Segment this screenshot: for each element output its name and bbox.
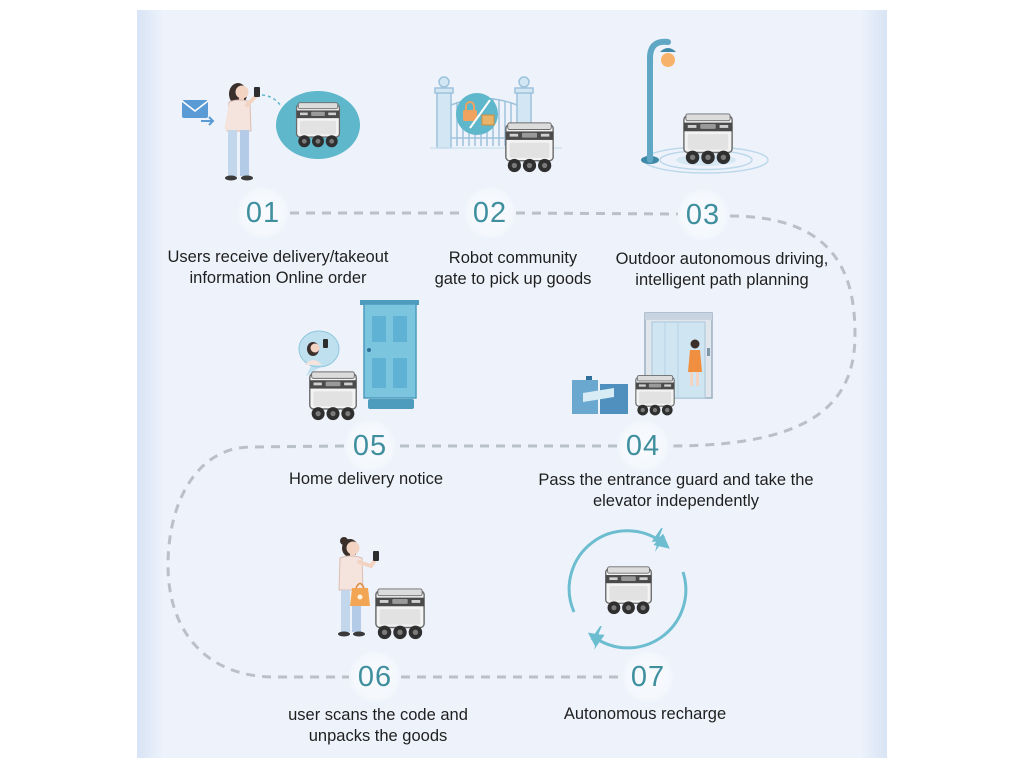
step-label-line: Home delivery notice	[288, 470, 444, 488]
route-02-03	[515, 211, 679, 216]
step-06-illustration	[338, 537, 425, 640]
lightning-bolt-icon	[651, 528, 666, 552]
step-label-line: Users receive delivery/takeout	[167, 248, 389, 266]
delivery-robot-icon	[309, 371, 357, 421]
step-label-line: Robot community	[448, 249, 578, 267]
step-03-illustration	[641, 38, 769, 174]
step-label-line: gate to pick up goods	[434, 270, 592, 288]
step-number-07: 07	[622, 651, 674, 703]
step-label-04: Pass the entrance guard and take the ele…	[516, 470, 836, 512]
step-label-06: user scans the code and unpacks the good…	[218, 705, 538, 747]
step-label-07: Autonomous recharge	[485, 704, 805, 725]
step-number-01: 01	[237, 187, 289, 239]
delivery-robot-icon	[635, 374, 675, 417]
person-with-phone-icon	[224, 83, 260, 181]
envelope-icon	[181, 100, 215, 126]
step-label-line: Pass the entrance guard and take the	[538, 471, 814, 489]
step-label-line: elevator independently	[592, 492, 760, 510]
delivery-robot-icon	[505, 122, 554, 173]
step-01-illustration	[181, 83, 360, 181]
step-label-02: Robot community gate to pick up goods	[353, 248, 673, 290]
step-label-03: Outdoor autonomous driving, intelligent …	[562, 249, 882, 291]
step-number-02: 02	[464, 187, 516, 239]
slash-mark	[469, 99, 491, 129]
parcel-box-icon	[481, 114, 495, 126]
street-lamp-icon	[641, 38, 676, 164]
lock-icon	[463, 101, 477, 121]
signal-connector	[261, 94, 282, 107]
dashed-route	[166, 211, 857, 679]
step-label-line: unpacks the goods	[308, 727, 448, 745]
shopping-bag-icon	[350, 582, 370, 606]
step-number-03: 03	[677, 189, 729, 241]
step-02-illustration	[430, 76, 562, 173]
step-07-illustration	[567, 528, 688, 650]
step-04-illustration	[572, 312, 713, 417]
delivery-robot-icon	[683, 113, 733, 165]
community-gate-icon	[430, 76, 562, 149]
step-label-01: Users receive delivery/takeout informati…	[118, 247, 438, 289]
step-label-line: Outdoor autonomous driving,	[615, 250, 829, 268]
step-number-06: 06	[349, 651, 401, 703]
delivery-robot-icon	[605, 566, 652, 615]
recharge-arrows-icon	[567, 529, 688, 650]
step-label-line: information Online order	[189, 269, 367, 287]
route-03-04	[669, 214, 857, 448]
route-05-06	[166, 444, 349, 679]
person-with-phone-icon	[338, 537, 379, 637]
chat-bubble-icon	[298, 330, 340, 376]
delivery-robot-icon	[375, 588, 425, 640]
door-icon	[360, 300, 419, 409]
step-05-illustration	[298, 300, 419, 421]
lightning-bolt-icon	[590, 626, 605, 650]
step-label-line: user scans the code and	[288, 706, 468, 724]
step-label-line: Autonomous recharge	[563, 705, 727, 723]
step-label-line: intelligent path planning	[635, 271, 809, 289]
access-gate-icon	[572, 376, 628, 414]
step-number-05: 05	[344, 420, 396, 472]
delivery-robot-icon	[295, 102, 341, 148]
step-label-05: Home delivery notice	[206, 469, 526, 490]
step-number-04: 04	[617, 420, 669, 472]
